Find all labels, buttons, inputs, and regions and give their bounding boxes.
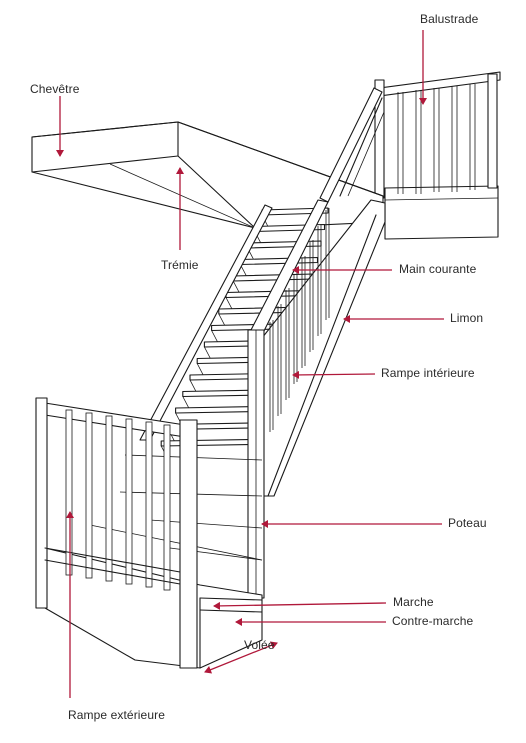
marche-arrow bbox=[213, 601, 387, 610]
outer-baluster bbox=[105, 415, 113, 582]
step-tread bbox=[239, 256, 319, 266]
label-main-courante: Main courante bbox=[399, 262, 477, 276]
outer-baluster bbox=[125, 418, 133, 585]
label-balustrade: Balustrade bbox=[420, 12, 479, 26]
label-marche: Marche bbox=[393, 595, 434, 609]
step-riser bbox=[225, 297, 233, 310]
label-contre-marche: Contre-marche bbox=[392, 614, 474, 628]
step-riser bbox=[204, 346, 211, 359]
outer-ramp bbox=[35, 397, 198, 669]
outer-baluster bbox=[163, 424, 171, 591]
step-riser bbox=[218, 313, 226, 326]
chevetre-slab bbox=[31, 121, 384, 229]
annotation-arrows bbox=[56, 30, 444, 698]
upper-handrail bbox=[319, 87, 385, 203]
label-chevetre: Chevêtre bbox=[30, 82, 80, 96]
label-rampe-interieure: Rampe intérieure bbox=[381, 366, 475, 380]
step-riser bbox=[189, 379, 197, 392]
step-riser bbox=[182, 396, 190, 409]
label-poteau: Poteau bbox=[448, 516, 487, 530]
volee-arrow bbox=[204, 641, 278, 674]
upper-landing bbox=[374, 71, 501, 240]
lower-flight bbox=[44, 454, 263, 669]
label-rampe-exterieure: Rampe extérieure bbox=[68, 708, 165, 722]
outer-baluster bbox=[65, 409, 73, 576]
step-riser bbox=[232, 280, 240, 293]
label-tremie: Trémie bbox=[161, 258, 199, 272]
label-volee: Volée bbox=[244, 638, 275, 652]
label-limon: Limon bbox=[450, 311, 484, 325]
step-riser bbox=[211, 330, 218, 343]
outer-baluster bbox=[145, 421, 153, 588]
step-riser bbox=[196, 363, 204, 376]
outer-baluster bbox=[85, 412, 93, 579]
newel-post bbox=[247, 329, 265, 599]
rampe-interieure-arrow bbox=[292, 370, 376, 379]
